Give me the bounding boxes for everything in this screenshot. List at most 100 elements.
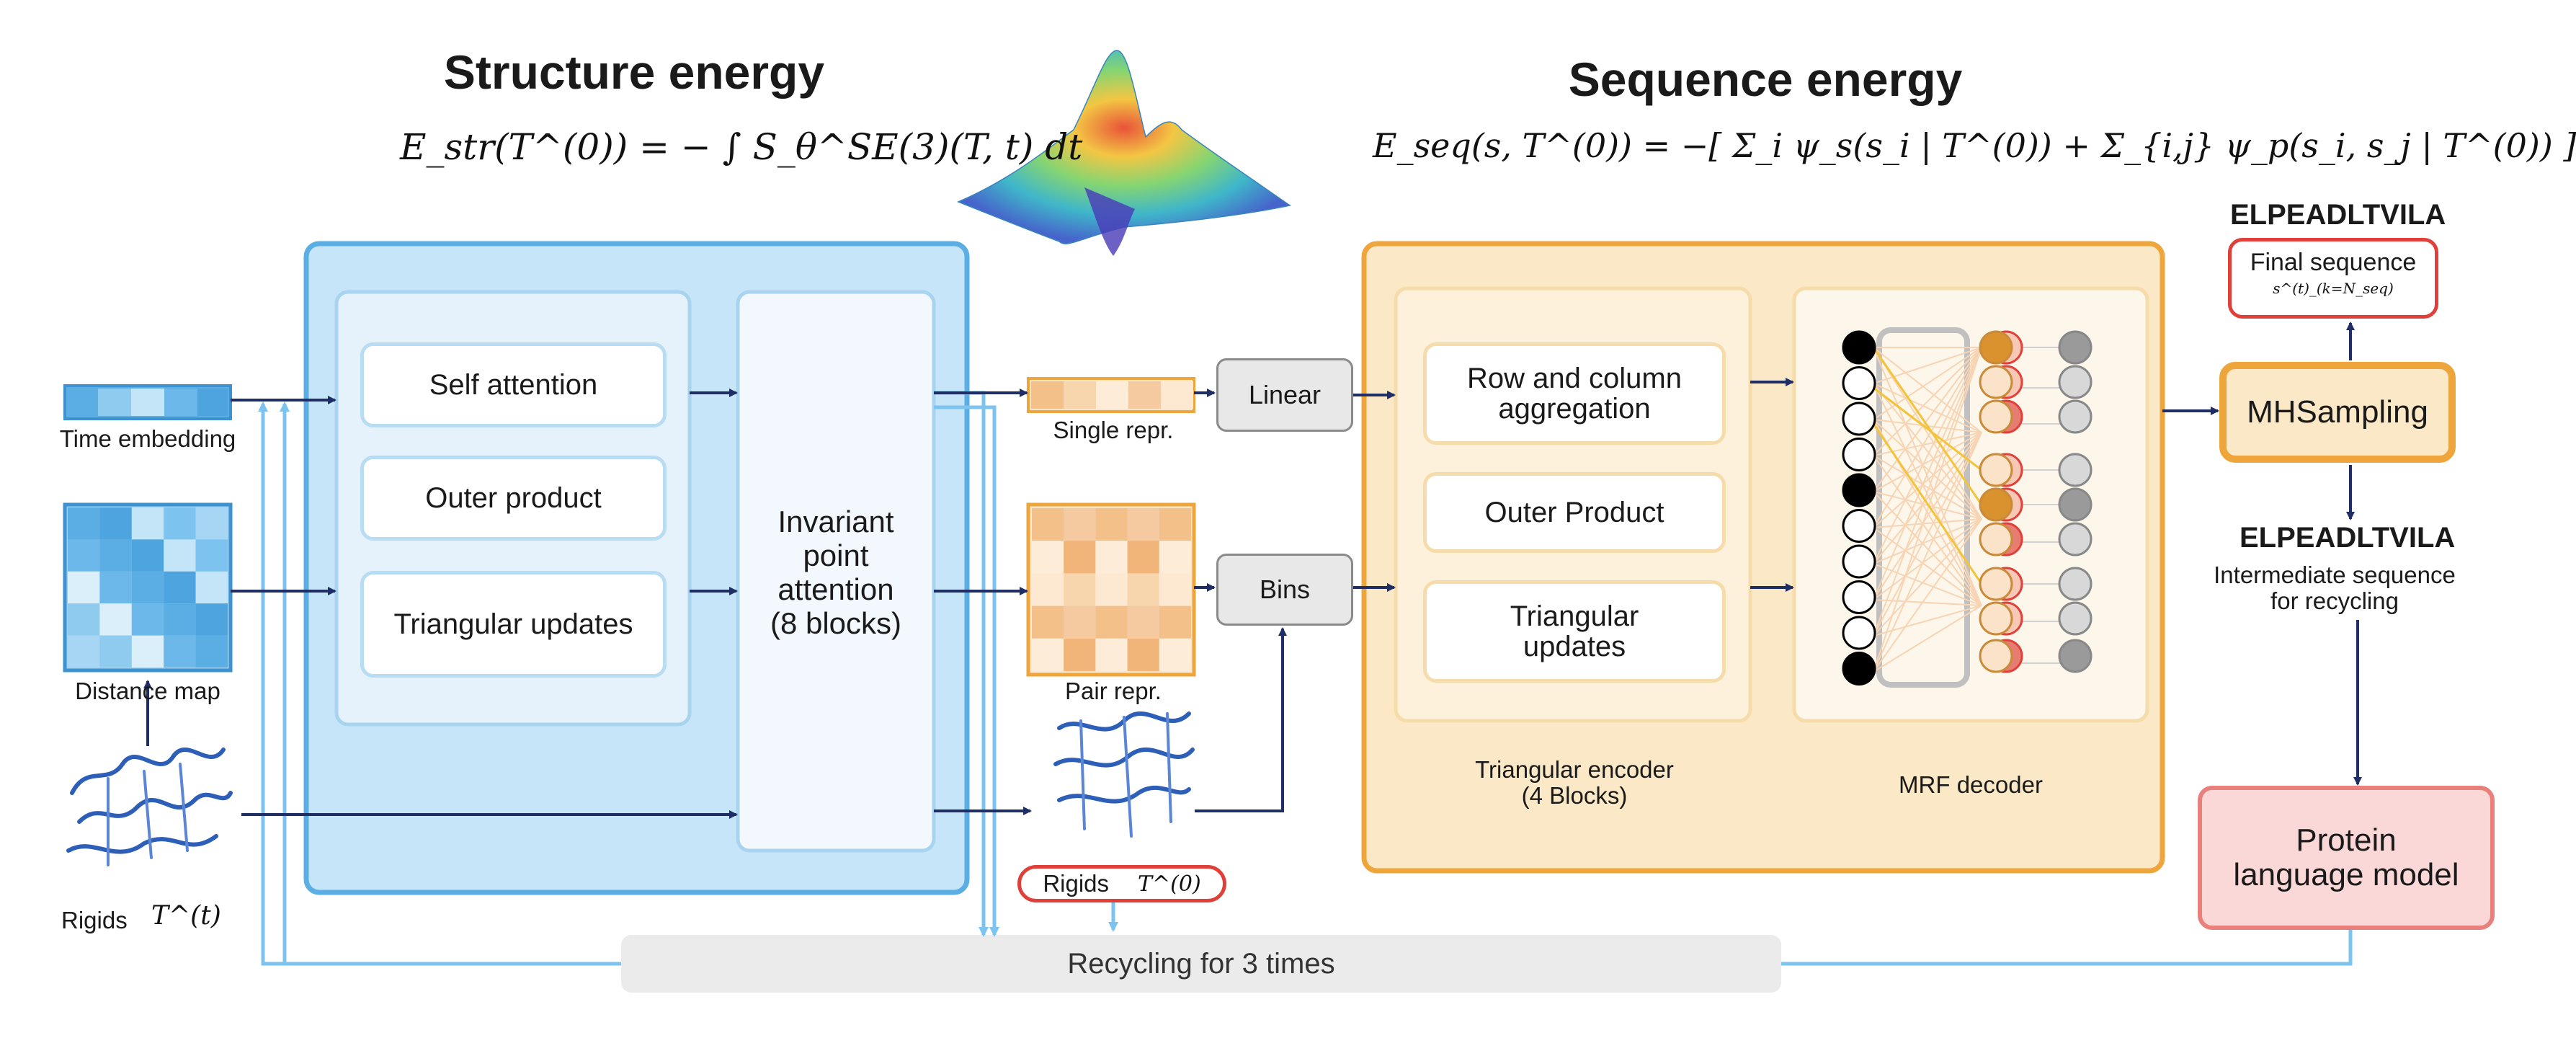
outer-product-seq-box: Outer Product	[1423, 472, 1726, 553]
encoder-line-2: (4 Blocks)	[1521, 781, 1628, 809]
pair-repr-cell	[1127, 541, 1159, 574]
mrf-edge	[1873, 383, 1982, 520]
mrf-edge	[1873, 605, 1982, 673]
final-sequence-label: Final sequence	[2250, 249, 2417, 276]
mrf-edge	[1873, 383, 1982, 606]
mh-sampling-label: MHSampling	[2247, 394, 2428, 430]
triangular-updates-label: Triangular updates	[393, 608, 633, 640]
mrf-node-middle	[1979, 487, 2013, 522]
linear-label: Linear	[1248, 380, 1322, 409]
mrf-edge-highlight	[1872, 347, 1983, 505]
mrf-edge	[1873, 432, 1982, 564]
mrf-node-middle	[1979, 601, 2013, 636]
time-embedding-bar	[63, 384, 232, 420]
distance-map-cell	[68, 635, 100, 667]
distance-map-cell	[99, 603, 132, 636]
mrf-node-left	[1842, 616, 1876, 650]
ipa-line-4: (8 blocks)	[770, 606, 902, 641]
intermediate-line-2: for recycling	[2270, 587, 2399, 615]
pair-repr-cell	[1095, 541, 1128, 574]
mrf-node-right	[2058, 567, 2093, 601]
distance-map-cell	[195, 571, 228, 604]
rigids-label: Rigids	[61, 907, 128, 933]
mrf-edge	[1873, 518, 1982, 673]
mrf-node-right	[2058, 453, 2093, 487]
mrf-decoder-graph	[1876, 327, 1970, 688]
distance-map-cell	[164, 603, 196, 636]
structure-energy-formula: E_str(T^(0)) = − ∫ S_θ^SE(3)(T, t) dt	[400, 126, 1083, 168]
pair-repr-cell	[1032, 638, 1064, 671]
distance-map-cell	[99, 635, 132, 667]
linear-box: Linear	[1216, 358, 1353, 432]
row-col-line-1: Row and column	[1467, 363, 1682, 394]
mrf-node-middle	[1979, 399, 2013, 434]
mrf-node-left	[1842, 509, 1876, 543]
distance-map-cell	[131, 635, 164, 667]
final-sequence-box: Final sequence s^(t)_(k=N_seq)	[2228, 238, 2438, 319]
pair-repr-cell	[1159, 638, 1191, 671]
mrf-node-right	[2058, 639, 2093, 673]
mrf-decoder-label: MRF decoder	[1899, 771, 2043, 798]
mrf-edge	[1873, 347, 1982, 492]
pair-repr-cell	[1127, 606, 1159, 639]
mrf-edge	[1873, 347, 1982, 420]
single-repr-label: Single repr.	[1053, 417, 1174, 443]
distance-map-cell	[99, 539, 132, 572]
mrf-edge-highlight	[1872, 423, 1983, 585]
pair-repr-cell	[1032, 573, 1064, 606]
pair-repr-cell	[1064, 606, 1096, 639]
mrf-node-middle	[1979, 453, 2013, 487]
mrf-edge	[1873, 527, 1982, 606]
mrf-node-middle	[1979, 522, 2013, 556]
pair-repr-cell	[1095, 606, 1128, 639]
pair-repr-cell	[1159, 573, 1191, 606]
mh-sampling-box: MHSampling	[2219, 362, 2456, 463]
triangular-updates-seq-line-2: updates	[1523, 631, 1626, 662]
intermediate-sequence-text: ELPEADLTVILA	[2239, 522, 2456, 554]
distance-map-cell	[131, 507, 164, 540]
mrf-edge	[1873, 347, 1982, 636]
plm-line-2: language model	[2233, 857, 2459, 892]
mrf-node-left	[1842, 580, 1876, 614]
distance-map-cell	[164, 507, 196, 540]
triangular-updates-seq-line-1: Triangular	[1510, 600, 1639, 632]
mrf-node-left	[1842, 652, 1876, 686]
self-attention-box: Self attention	[360, 342, 667, 427]
mrf-node-left	[1842, 366, 1876, 400]
triangular-updates-box: Triangular updates	[360, 571, 667, 678]
mrf-edge	[1873, 432, 1982, 528]
distance-map-cell	[195, 539, 228, 572]
pair-repr-cell	[1064, 508, 1096, 541]
intermediate-sequence-label: Intermediate sequence for recycling	[2198, 562, 2472, 615]
time-embedding-label: Time embedding	[59, 425, 236, 452]
mrf-edge	[1873, 432, 1982, 673]
pair-repr-cell	[1127, 638, 1159, 671]
mrf-node-right	[2058, 365, 2093, 399]
ipa-line-3: attention	[777, 572, 894, 607]
final-sequence-symbol: s^(t)_(k=N_seq)	[2273, 280, 2394, 297]
intermediate-line-1: Intermediate sequence	[2214, 562, 2456, 588]
distance-map-label: Distance map	[75, 678, 220, 704]
protein-input-icon	[66, 748, 233, 866]
distance-map-cell	[195, 635, 228, 667]
mrf-edge	[1873, 455, 1982, 606]
mrf-edge	[1873, 347, 1982, 528]
mrf-edge	[1873, 347, 1982, 520]
pair-repr-label: Pair repr.	[1065, 678, 1162, 704]
mrf-edge	[1873, 419, 1982, 520]
distance-map-cell	[68, 539, 100, 572]
pair-repr-cell	[1064, 541, 1096, 574]
mrf-node-left	[1842, 330, 1876, 365]
structure-energy-title: Structure energy	[443, 45, 825, 99]
protein-output-icon	[1053, 711, 1195, 838]
mrf-node-left	[1842, 438, 1876, 471]
mrf-node-right	[2058, 399, 2093, 434]
row-col-aggregation-box: Row and column aggregation	[1423, 342, 1726, 445]
mrf-node-middle	[1979, 330, 2013, 365]
mrf-edge	[1873, 347, 1982, 606]
pair-repr-cell	[1064, 638, 1096, 671]
distance-map-cell	[99, 571, 132, 604]
mrf-node-right	[2058, 330, 2093, 365]
mrf-node-right	[2058, 487, 2093, 522]
bins-label: Bins	[1259, 575, 1311, 604]
